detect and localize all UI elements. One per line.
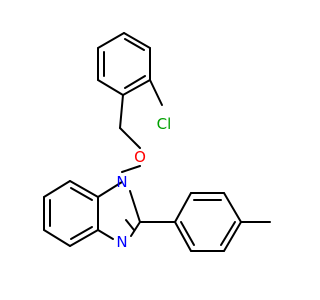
- structure-canvas: Cl O N N: [43, 32, 271, 252]
- cl-bond: [149, 79, 163, 106]
- nitrogen-3-label: N: [116, 233, 127, 251]
- ch2-bond: [119, 94, 124, 129]
- benzimidazole-core: [43, 180, 141, 247]
- o-n-bond: [121, 165, 141, 173]
- ch2-o-bond: [119, 127, 141, 149]
- oxygen-label: O: [134, 148, 146, 166]
- tolyl-ring: [174, 192, 242, 252]
- chlorine-label: Cl: [157, 115, 172, 133]
- nitrogen-1-label: N: [116, 173, 127, 191]
- chlorophenyl-ring: [97, 32, 151, 96]
- molecule-drawing: Cl O N N: [43, 32, 271, 252]
